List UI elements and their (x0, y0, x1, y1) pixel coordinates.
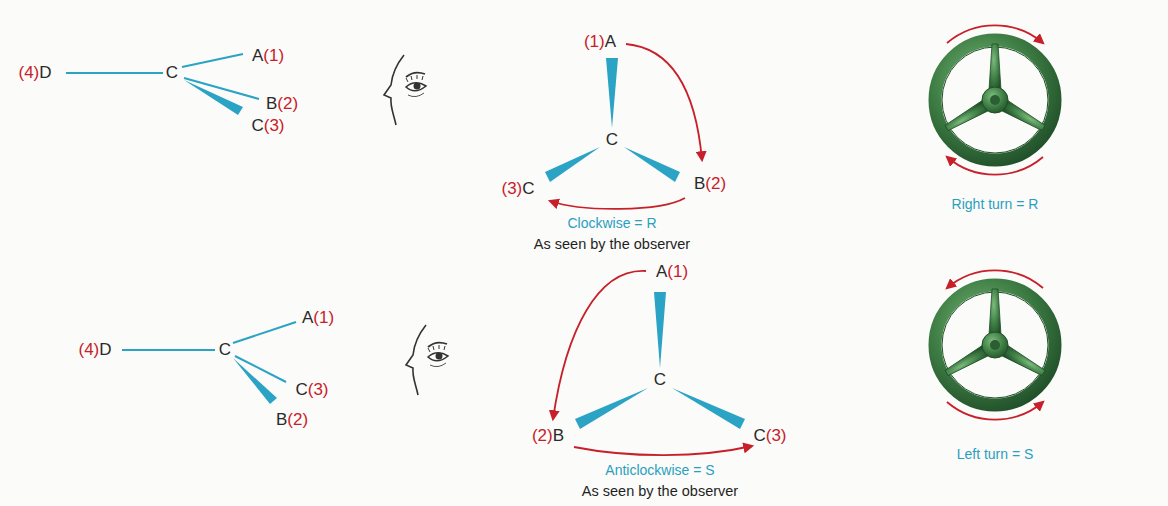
atom-label: C (654, 371, 666, 390)
projection-s (575, 292, 745, 429)
wedge-bond (545, 147, 600, 182)
rotation-arrow (553, 271, 646, 419)
atom-label: B(2) (276, 411, 308, 430)
atom-label: C (166, 64, 178, 83)
steering-wheel (935, 285, 1055, 405)
eye-icon (406, 325, 448, 395)
atom-label: (1)A (584, 33, 616, 52)
turn-arrow (947, 402, 1043, 420)
observer-note: As seen by the observer (582, 484, 738, 500)
rotation-arrow (574, 446, 752, 455)
atom-label: C(3) (295, 381, 328, 400)
atom-label: C(3) (753, 427, 786, 446)
bond (66, 72, 163, 74)
rotation-arrow (626, 44, 702, 160)
turn-arrow (947, 157, 1043, 175)
atom-label: (2)B (532, 427, 564, 446)
atom-label: (4)D (78, 341, 111, 360)
projection-r (545, 58, 680, 182)
molecule-r (66, 54, 259, 115)
wedge-bond (654, 292, 666, 368)
wheel-caption: Right turn = R (952, 197, 1039, 212)
atom-label: A(1) (656, 263, 688, 282)
turn-arrow (947, 270, 1043, 288)
rule-caption: Anticlockwise = S (605, 463, 714, 478)
bond (184, 78, 259, 99)
bond (122, 349, 215, 351)
wedge-bond (233, 358, 277, 404)
rotation-arrow (550, 198, 685, 209)
wedge-bond (606, 58, 618, 128)
bond (182, 54, 243, 67)
rule-caption: Clockwise = R (567, 216, 656, 231)
atom-label: (3)C (501, 180, 534, 199)
atom-label: A(1) (252, 47, 284, 66)
wedge-bond (624, 147, 680, 182)
wedge-bond (184, 80, 243, 115)
wedge-bond (575, 388, 648, 429)
atom-label: A(1) (302, 309, 334, 328)
atom-label: C (606, 131, 618, 150)
bond (233, 322, 296, 343)
wedge-bond (672, 388, 745, 429)
atom-label: B(2) (266, 95, 298, 114)
atom-label: C (219, 341, 231, 360)
observer-note: As seen by the observer (534, 237, 690, 253)
atom-label: B(2) (694, 175, 726, 194)
atom-label: (4)D (18, 64, 51, 83)
molecule-s (122, 322, 296, 404)
eye-icon (384, 55, 426, 125)
atom-label: C(3) (251, 117, 284, 136)
turn-arrow (947, 25, 1043, 43)
steering-wheel (935, 40, 1055, 160)
wheel-caption: Left turn = S (957, 447, 1034, 462)
